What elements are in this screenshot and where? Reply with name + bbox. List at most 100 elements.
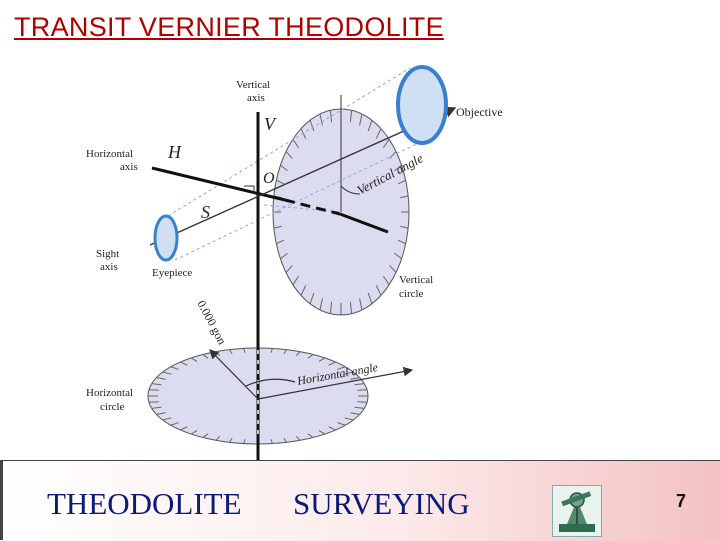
graduation-tick — [367, 292, 373, 304]
graduation-tick — [318, 430, 326, 435]
label-V: V — [264, 114, 277, 134]
eyepiece-lens — [153, 214, 179, 262]
graduation-tick — [292, 138, 299, 149]
graduation-tick — [180, 426, 188, 431]
graduation-tick — [170, 422, 179, 426]
graduation-tick — [307, 354, 314, 359]
label-S: S — [201, 202, 210, 222]
horizontal-axis-label-1: Horizontal — [86, 148, 133, 160]
graduation-tick — [307, 433, 314, 438]
horizontal-axis-label-2: axis — [120, 161, 138, 173]
graduation-tick — [397, 239, 406, 245]
graduation-tick — [375, 285, 382, 296]
graduation-tick — [309, 120, 315, 132]
graduation-tick — [280, 252, 288, 260]
graduation-tick — [359, 298, 363, 311]
graduation-tick — [397, 179, 406, 185]
graduation-tick — [354, 406, 365, 409]
graduation-tick — [243, 439, 246, 444]
graduation-tick — [156, 377, 166, 380]
graduation-tick — [383, 275, 390, 286]
label-O: O — [263, 170, 275, 187]
graduation-tick — [151, 406, 162, 409]
graduation-tick — [350, 377, 360, 380]
graduation-tick — [344, 371, 354, 375]
graduation-tick — [319, 298, 323, 311]
graduation-tick — [280, 164, 288, 172]
graduation-tick — [148, 401, 159, 403]
graduation-tick — [344, 417, 354, 421]
graduation-tick — [180, 361, 188, 366]
graduation-tick — [357, 389, 368, 391]
graduation-tick — [300, 285, 307, 296]
graduation-tick — [148, 389, 159, 391]
footer-left-text: THEODOLITE — [47, 486, 242, 521]
graduation-tick — [190, 357, 198, 362]
graduation-tick — [285, 151, 293, 159]
graduation-tick — [276, 239, 285, 245]
theodolite-diagram: Vertical axis V H O S Horizontal axis Si… — [86, 65, 503, 460]
graduation-tick — [273, 225, 282, 229]
graduation-tick — [243, 348, 246, 353]
vertical-axis-label-1: Vertical — [236, 79, 270, 91]
graduation-tick — [295, 351, 301, 357]
graduation-tick — [292, 275, 299, 286]
eyepiece-label: Eyepiece — [152, 267, 192, 279]
footer-right-text: SURVEYING — [293, 486, 470, 521]
graduation-tick — [389, 265, 397, 273]
graduation-tick — [283, 349, 287, 355]
telescope-guides — [167, 67, 426, 261]
vertical-angle-marks — [340, 95, 361, 212]
graduation-tick — [156, 412, 166, 415]
graduation-tick — [375, 128, 382, 139]
footer-bar: THEODOLITE SURVEYING 7 — [0, 460, 720, 541]
graduation-tick — [270, 348, 273, 353]
vertical-circle-label-1: Vertical — [399, 274, 433, 286]
horizontal-angle-marks — [209, 349, 414, 400]
graduation-tick — [190, 430, 198, 435]
graduation-tick — [202, 433, 209, 438]
label-H: H — [167, 142, 182, 162]
graduation-tick — [215, 435, 221, 441]
sight-axis-label-1: Sight — [96, 248, 119, 260]
graduation-tick — [295, 435, 301, 441]
graduation-tick — [329, 301, 333, 314]
graduation-tick — [357, 401, 368, 403]
graduation-tick — [319, 113, 323, 126]
graduation-tick — [202, 354, 209, 359]
footer-left-border — [0, 460, 3, 540]
graduation-tick — [283, 437, 287, 443]
graduation-tick — [367, 120, 373, 132]
graduation-tick — [383, 138, 390, 149]
zero-reading-label: 0.000 gon — [194, 298, 229, 347]
graduation-tick — [270, 439, 273, 444]
graduation-tick — [349, 110, 353, 123]
graduation-tick — [229, 437, 233, 443]
page-number: 7 — [676, 491, 687, 511]
graduation-tick — [170, 366, 179, 370]
graduation-tick — [285, 265, 293, 273]
graduation-tick — [162, 371, 172, 375]
graduation-tick — [162, 417, 172, 421]
right-angle-mark — [244, 185, 255, 194]
graduation-tick — [328, 361, 336, 366]
graduation-tick — [318, 357, 326, 362]
graduation-tick — [359, 113, 363, 126]
horizontal-circle-label-1: Horizontal — [86, 387, 133, 399]
graduation-tick — [151, 383, 162, 386]
graduation-tick — [394, 164, 402, 172]
graduation-tick — [350, 412, 360, 415]
graduation-tick — [400, 225, 409, 229]
graduation-tick — [394, 252, 402, 260]
graduation-tick — [309, 292, 315, 304]
theodolite-logo — [552, 485, 602, 537]
graduation-tick — [229, 349, 233, 355]
graduation-tick — [349, 301, 353, 314]
slide-title: TRANSIT VERNIER THEODOLITE — [14, 12, 444, 42]
graduation-tick — [354, 383, 365, 386]
graduation-tick — [328, 426, 336, 431]
vertical-circle-label-2: circle — [399, 288, 424, 300]
objective-lens — [396, 65, 448, 145]
sight-axis-label-2: axis — [100, 261, 118, 273]
horizontal-circle-label-2: circle — [100, 401, 125, 413]
